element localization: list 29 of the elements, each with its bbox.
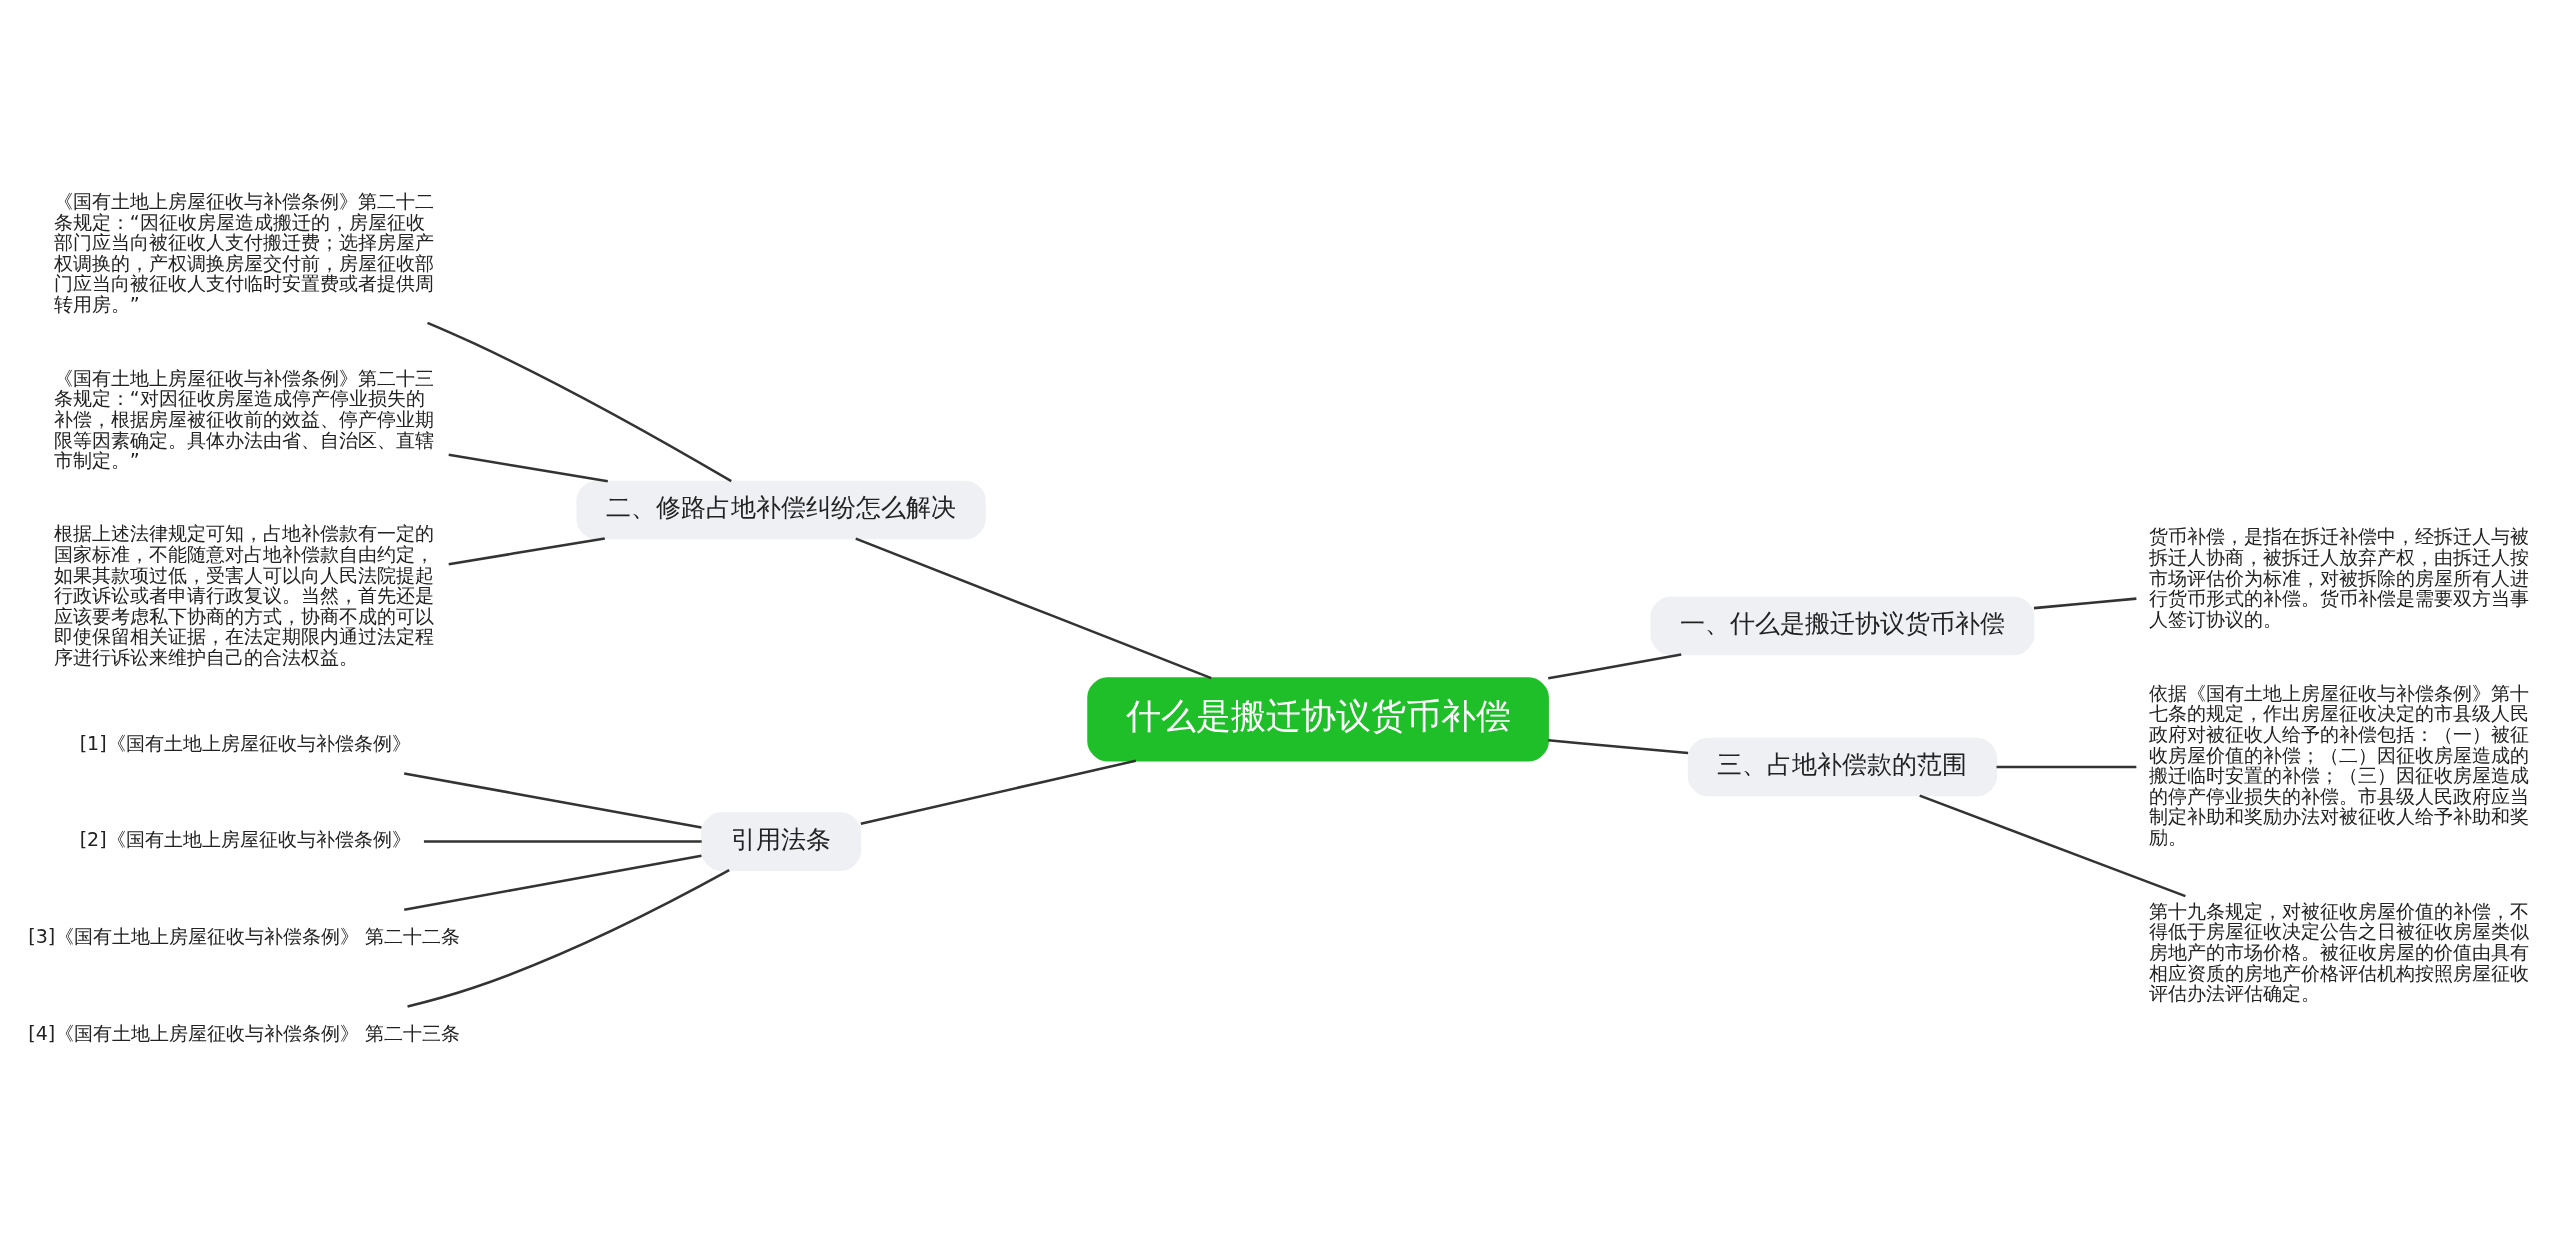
node-text: 第十九条规定，对被征收房屋价值的补偿，不得低于房屋征收决定公告之日被征收房屋类似房地产的市场价格。被征收房屋的价值由具有相应资质的房地产价格评估机构按照房屋征收评估办法评估确定。 [2149, 899, 2530, 1004]
node-box: 什么是搬迁协议货币补偿 [1087, 676, 1549, 761]
node-text: 《国有土地上房屋征收与补偿条例》第二十二条规定：“因征收房屋造成搬迁的，房屋征收部门应当向被征收人支付搬迁费；选择房屋产权调换的，产权调换房屋交付前，房屋征收部门应当向被征收人支付临时安置费或者提供周转用房。” [53, 189, 434, 315]
connector [427, 321, 732, 482]
node-text: 《国有土地上房屋征收与补偿条例》第二十三条规定：“对因征收房屋造成停产停业损失的补偿，根据房屋被征收前的效益、停产停业期限等因素确定。具体办法由省、自治区、直辖市制定。” [53, 366, 434, 471]
node-box: 引用法条 [700, 811, 862, 871]
connector [1548, 652, 1682, 680]
node-text: [4]《国有土地上房屋征收与补偿条例》 第二十三条 [28, 1021, 461, 1044]
connector [448, 453, 608, 483]
connector [448, 536, 605, 565]
connector [2033, 596, 2137, 609]
node-text: 货币补偿，是指在拆迁补偿中，经拆迁人与被拆迁人协商，被拆迁人放弃产权，由拆迁人按市场评估价为标准，对被拆除的房屋所有人进行货币形式的补偿。货币补偿是需要双方当事人签订协议的。 [2149, 524, 2530, 630]
connector [1548, 738, 1689, 754]
connector [860, 759, 1137, 825]
node-box: 三、占地补偿款的范围 [1687, 737, 1998, 796]
connector [407, 868, 730, 1008]
node-text: 依据《国有土地上房屋征收与补偿条例》第十七条的规定，作出房屋征收决定的市县级人民政府对被征收人给予的补偿包括：（一）被征收房屋价值的补偿；（二）因征收房屋造成的搬迁临时安置的补偿；（三）因征收房屋造成的停产停业损失的补偿。市县级人民政府应当制定补助和奖励办法对被征收人给予补助和奖励。 [2149, 681, 2530, 848]
connector [403, 771, 702, 829]
node-box: 二、修路占地补偿纠纷怎么解决 [576, 480, 986, 539]
connector [423, 839, 702, 843]
connector [1996, 765, 2137, 768]
connector [855, 537, 1212, 679]
connector [1919, 793, 2186, 897]
node-text: 根据上述法律规定可知，占地补偿款有一定的国家标准，不能随意对占地补偿款自由约定，如果其款项过低，受害人可以向人民法院提起行政诉讼或者申请行政复议。当然，首先还是应该要考虑私下协商的方式，协商不成的可以即使保留相关证据，在法定期限内通过法定程序进行诉讼来维护自己的合法权益。 [53, 521, 434, 668]
node-text: [2]《国有土地上房屋征收与补偿条例》 [79, 827, 411, 850]
node-text: [3]《国有土地上房屋征收与补偿条例》 第二十二条 [28, 924, 461, 947]
node-text: [1]《国有土地上房屋征收与补偿条例》 [79, 731, 411, 754]
connector [403, 853, 702, 911]
node-box: 一、什么是搬迁协议货币补偿 [1650, 595, 2035, 655]
